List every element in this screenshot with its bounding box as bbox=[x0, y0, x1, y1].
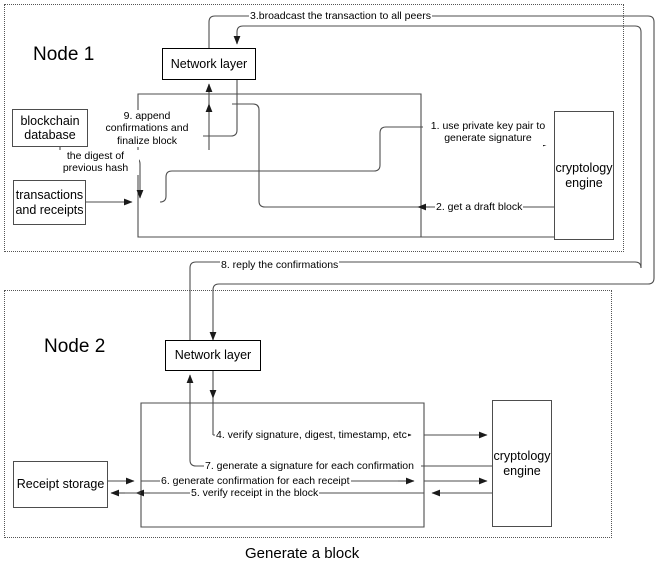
node2-step5-label: 5. verify receipt in the block bbox=[190, 487, 320, 500]
node2-step7-label: 7. generate a signature for each confirm… bbox=[204, 460, 415, 473]
node2-step6-label: 6. generate confirmation for each receip… bbox=[160, 475, 351, 488]
node1-network-layer-box[interactable]: Network layer bbox=[162, 48, 256, 80]
node2-step4-label: 4. verify signature, digest, timestamp, … bbox=[215, 429, 408, 442]
diagram-caption: Generate a block bbox=[245, 545, 360, 562]
node1-title: Node 1 bbox=[33, 44, 95, 65]
node2-receipt-storage-box[interactable]: Receipt storage bbox=[13, 461, 108, 508]
node1-step9-label: 9. append confirmations and finalize blo… bbox=[91, 110, 203, 148]
node1-step3-label: 3.broadcast the transaction to all peers bbox=[249, 10, 432, 23]
node1-boundary bbox=[4, 4, 624, 252]
node2-step8-label: 8. reply the confirmations bbox=[220, 259, 340, 272]
node2-title: Node 2 bbox=[44, 336, 106, 357]
node1-step2-label: 2. get a draft block bbox=[435, 201, 524, 214]
node1-blockchain-database-box[interactable]: blockchain database bbox=[12, 109, 88, 147]
node1-transactions-receipts-box[interactable]: transactions and receipts bbox=[13, 180, 86, 225]
node1-step1-label: 1. use private key pair to generate sign… bbox=[423, 120, 553, 145]
node1-digest-label: the digest of previous hash bbox=[52, 150, 139, 175]
node2-network-layer-box[interactable]: Network layer bbox=[165, 340, 261, 371]
node2-boundary bbox=[4, 290, 612, 538]
node1-cryptology-engine-box[interactable]: cryptology engine bbox=[554, 111, 614, 240]
node2-cryptology-engine-box[interactable]: cryptology engine bbox=[492, 400, 552, 527]
